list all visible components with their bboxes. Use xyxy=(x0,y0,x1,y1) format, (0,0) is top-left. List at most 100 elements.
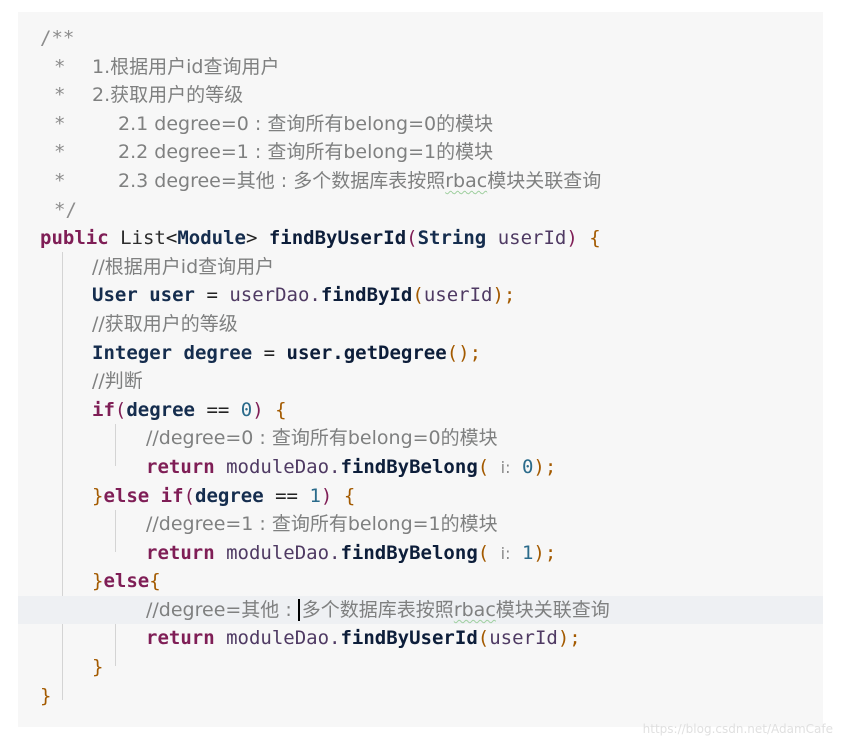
ref-moduledao: moduleDao. xyxy=(226,627,341,650)
operator-assign: = xyxy=(263,341,276,364)
code-line[interactable]: return moduleDao.findByUserId(userId); xyxy=(18,624,823,653)
code-line[interactable]: User user = userDao.findById(userId); xyxy=(18,281,823,310)
code-line[interactable]: //获取用户的等级 xyxy=(18,310,823,339)
doc-comment-text: 1.根据用户id查询用户 xyxy=(92,55,280,78)
code-area[interactable]: /** * 1.根据用户id查询用户 * 2.获取用户的等级 * 2.1 deg… xyxy=(18,24,823,710)
paren-open: ( xyxy=(114,398,127,421)
code-line[interactable]: }else if(degree == 1) { xyxy=(18,482,823,511)
parameter-hint: i: xyxy=(500,543,511,563)
paren-close: ) xyxy=(320,484,333,507)
paren-open: ( xyxy=(477,455,490,478)
paren-open: ( xyxy=(412,284,424,307)
line-comment: //根据用户id查询用户 xyxy=(92,255,275,278)
doc-comment-text: 2.获取用户的等级 xyxy=(92,84,244,107)
keyword-public: public xyxy=(40,227,109,250)
number-literal: 0 xyxy=(521,455,534,478)
var-degree: degree xyxy=(195,484,264,507)
code-line[interactable]: * 2.获取用户的等级 xyxy=(18,81,823,110)
type-user: User xyxy=(92,284,138,307)
code-line[interactable]: return moduleDao.findByBelong( i: 0); xyxy=(18,453,823,482)
return-statement: return moduleDao.findByBelong( i: 1); xyxy=(146,539,556,569)
doc-comment-text-c: 模块关联查询 xyxy=(487,169,602,192)
doc-comment-open: /** xyxy=(40,27,75,49)
brace-open: { xyxy=(149,570,161,593)
paren-close: ); xyxy=(492,284,516,307)
return-statement: return moduleDao.findByBelong( i: 0); xyxy=(146,453,556,483)
comment-prefix: //degree=其他 : xyxy=(146,598,298,621)
comment-suffix: 模块关联查询 xyxy=(495,598,610,621)
paren-close: ); xyxy=(557,627,581,650)
keyword-else: else xyxy=(103,570,150,593)
keyword-return: return xyxy=(146,455,215,478)
brace-open: { xyxy=(275,398,287,421)
spell-warning-word: rbac xyxy=(445,169,488,192)
doc-comment-text: 2.2 degree=1 : 查询所有belong=1的模块 xyxy=(118,141,494,164)
ref-moduledao: moduleDao. xyxy=(226,541,341,564)
ref-userdao: userDao. xyxy=(229,284,321,307)
parameter-hint: i: xyxy=(500,457,511,477)
indent-guide-else xyxy=(115,596,116,666)
code-line[interactable]: if(degree == 0) { xyxy=(18,396,823,425)
code-line[interactable]: } xyxy=(18,682,823,711)
code-line[interactable]: /** xyxy=(18,24,823,53)
call-find-by-id: findById xyxy=(320,284,413,307)
code-line[interactable]: //判断 xyxy=(18,367,823,396)
code-editor[interactable]: /** * 1.根据用户id查询用户 * 2.获取用户的等级 * 2.1 deg… xyxy=(18,12,823,727)
brace-open: { xyxy=(343,484,356,507)
indent-guide-else-if xyxy=(115,510,116,552)
doc-comment-text: 2.1 degree=0 : 查询所有belong=0的模块 xyxy=(118,112,494,135)
code-line[interactable]: return moduleDao.findByBelong( i: 1); xyxy=(18,539,823,568)
operator-assign: = xyxy=(206,284,218,307)
number-literal: 0 xyxy=(240,398,253,421)
method-signature: public List<Module> findByUserId(String … xyxy=(40,224,601,253)
call-find-by-belong: findByBelong xyxy=(340,541,478,564)
type-module: Module xyxy=(177,227,246,250)
code-line-current[interactable]: //degree=其他 : 多个数据库表按照rbac模块关联查询 xyxy=(18,595,823,625)
code-line[interactable]: * 2.1 degree=0 : 查询所有belong=0的模块 xyxy=(18,110,823,139)
text-cursor xyxy=(297,599,300,622)
code-line[interactable]: Integer degree = user.getDegree(); xyxy=(18,339,823,368)
line-comment: //判断 xyxy=(92,370,143,393)
var-degree: degree xyxy=(183,341,253,364)
keyword-if: if xyxy=(160,484,184,507)
code-line[interactable]: //degree=0 : 查询所有belong=0的模块 xyxy=(18,424,823,453)
param-name: userId xyxy=(497,227,567,250)
code-line[interactable]: public List<Module> findByUserId(String … xyxy=(18,224,823,253)
spell-warning-word: rbac xyxy=(453,598,496,621)
code-line[interactable]: //根据用户id查询用户 xyxy=(18,253,823,282)
paren-close: ) xyxy=(566,227,578,250)
doc-comment-star: * xyxy=(54,55,66,78)
arg-userid: userId xyxy=(423,284,493,307)
code-line[interactable]: //degree=1 : 查询所有belong=1的模块 xyxy=(18,510,823,539)
code-line[interactable]: }else{ xyxy=(18,567,823,596)
brace-close: } xyxy=(92,656,104,679)
statement: User user = userDao.findById(userId); xyxy=(92,281,515,310)
var-degree: degree xyxy=(126,398,195,421)
number-literal: 1 xyxy=(309,484,321,507)
keyword-else: else xyxy=(103,484,150,507)
line-comment: //degree=1 : 查询所有belong=1的模块 xyxy=(146,513,498,536)
brace-close: } xyxy=(92,484,104,507)
else-statement: }else{ xyxy=(92,567,161,596)
paren-open: ( xyxy=(406,227,418,250)
angle-close: > xyxy=(245,227,258,250)
operator-equals: == xyxy=(206,398,230,421)
keyword-return: return xyxy=(146,627,215,650)
statement: Integer degree = user.getDegree(); xyxy=(92,339,481,368)
code-line[interactable]: } xyxy=(18,653,823,682)
paren-open: ( xyxy=(477,627,490,650)
paren-open: ( xyxy=(183,484,196,507)
doc-comment-star: * xyxy=(54,141,66,164)
watermark: https://blog.csdn.net/AdamCafe xyxy=(642,722,833,736)
call-find-by-belong: findByBelong xyxy=(340,455,478,478)
angle-open: < xyxy=(165,227,178,250)
code-line[interactable]: * 2.3 degree=其他 : 多个数据库表按照rbac模块关联查询 xyxy=(18,167,823,196)
operator-equals: == xyxy=(275,484,298,507)
doc-comment-star: * xyxy=(54,169,66,192)
doc-comment-close: */ xyxy=(54,198,77,221)
line-comment: //degree=0 : 查询所有belong=0的模块 xyxy=(146,427,498,450)
else-if-statement: }else if(degree == 1) { xyxy=(92,482,355,511)
code-line[interactable]: * 2.2 degree=1 : 查询所有belong=1的模块 xyxy=(18,138,823,167)
code-line[interactable]: * 1.根据用户id查询用户 xyxy=(18,53,823,82)
code-line[interactable]: */ xyxy=(18,196,823,225)
